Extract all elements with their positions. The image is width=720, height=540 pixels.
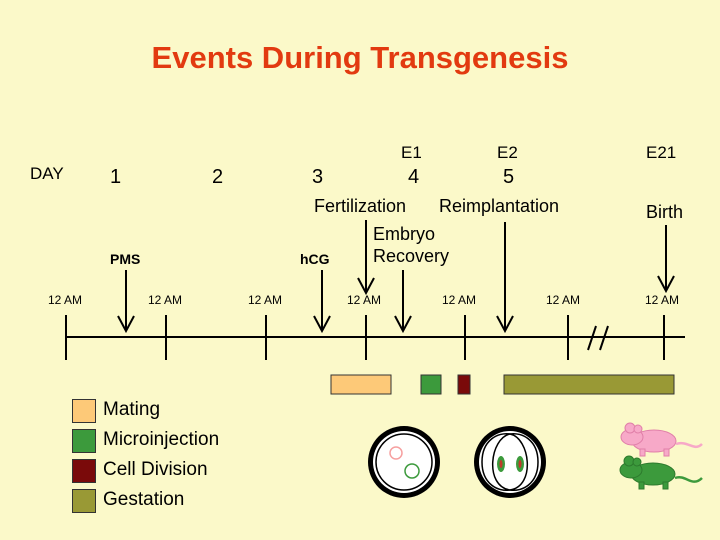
tick-label: 12 AM <box>442 293 477 307</box>
day-4-label: 4 <box>408 166 420 188</box>
tick-label: 12 AM <box>546 293 581 307</box>
legend-label: Mating <box>103 399 161 420</box>
embryo-recovery-label-2: Recovery <box>373 246 450 266</box>
reimplantation-label: Reimplantation <box>439 196 560 216</box>
timeline-ticks <box>65 315 665 360</box>
tick-label: 12 AM <box>347 293 382 307</box>
green-mouse-icon <box>619 455 703 490</box>
microinjection-bar <box>420 374 442 395</box>
birth-arrow <box>657 225 675 294</box>
legend-label: Cell Division <box>103 459 208 480</box>
tick-label: 12 AM <box>48 293 83 307</box>
day-5-label: 5 <box>503 166 515 188</box>
gestation-bar <box>503 374 675 395</box>
day-label: DAY <box>30 164 64 183</box>
mating-bar <box>330 374 392 395</box>
tick-label: 12 AM <box>148 293 183 307</box>
pms-arrow <box>117 270 135 334</box>
e21-label: E21 <box>646 143 677 162</box>
day-3-label: 3 <box>312 166 324 188</box>
embryo-recovery-arrow <box>394 270 412 334</box>
legend-swatch <box>72 459 96 483</box>
tick-label: 12 AM <box>645 293 680 307</box>
day-1-label: 1 <box>110 166 122 188</box>
reimplantation-arrow <box>496 222 514 334</box>
e1-label: E1 <box>401 143 422 162</box>
hcg-label: hCG <box>300 251 330 267</box>
legend-swatch <box>72 489 96 513</box>
fertilization-arrow <box>357 220 375 296</box>
hcg-arrow <box>313 270 331 334</box>
legend-swatch <box>72 429 96 453</box>
birth-label: Birth <box>646 202 684 222</box>
pink-mouse-icon <box>620 422 703 457</box>
legend-label: Microinjection <box>103 429 220 450</box>
embryo-recovery-label-1: Embryo <box>373 224 436 244</box>
legend-swatch <box>72 399 96 423</box>
page-title: Events During Transgenesis <box>151 40 569 75</box>
tick-label: 12 AM <box>248 293 283 307</box>
legend-label: Gestation <box>103 489 185 510</box>
day-2-label: 2 <box>212 166 224 188</box>
cell-division-bar <box>457 374 471 395</box>
axis-break-icon <box>587 325 609 351</box>
pms-label: PMS <box>110 251 141 267</box>
two-cell-embryo-icon <box>474 426 546 498</box>
fertilization-label: Fertilization <box>314 196 407 216</box>
e2-label: E2 <box>497 143 518 162</box>
one-cell-embryo-icon <box>368 426 440 498</box>
